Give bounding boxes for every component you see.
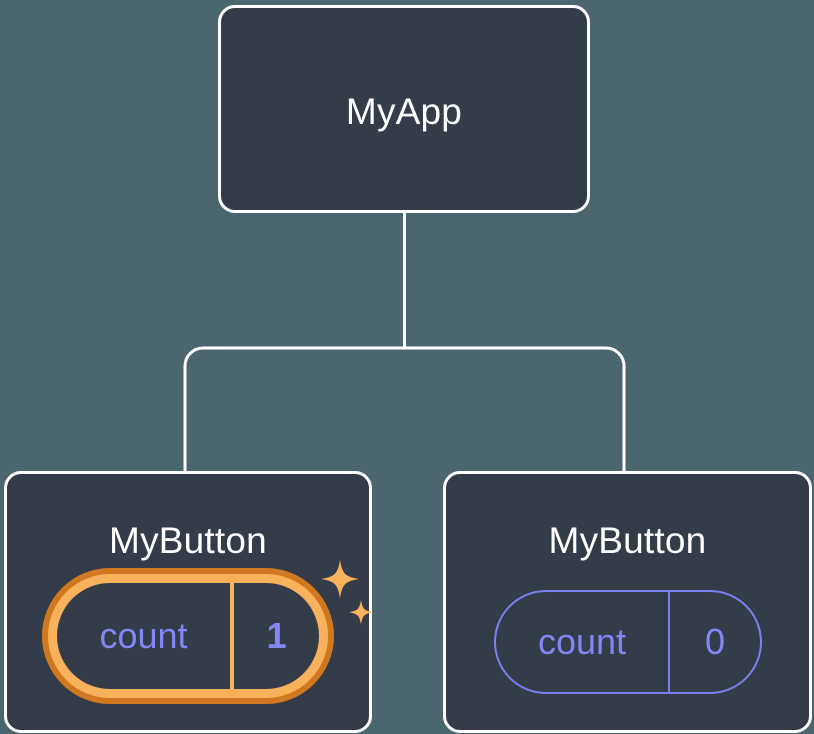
node-title: MyButton (109, 520, 267, 561)
state-key-label: count (57, 583, 234, 689)
state-pill-glow-ring (42, 568, 334, 704)
state-pill-body: count 1 (48, 574, 328, 698)
node-myapp[interactable]: MyApp (218, 5, 590, 213)
edge-bus-to-child-left (183, 346, 405, 473)
state-pill-highlighted[interactable]: count 1 (42, 568, 334, 704)
node-title: MyButton (548, 520, 707, 561)
state-key-label: count (496, 592, 670, 692)
node-mybutton-right[interactable]: MyButton count 0 (443, 471, 812, 733)
state-pill-plain[interactable]: count 0 (494, 590, 762, 694)
edge-bus-to-child-right (404, 346, 626, 473)
state-value-label: 0 (704, 621, 726, 662)
state-value-label: 1 (266, 615, 287, 656)
node-title: MyApp (345, 91, 463, 132)
